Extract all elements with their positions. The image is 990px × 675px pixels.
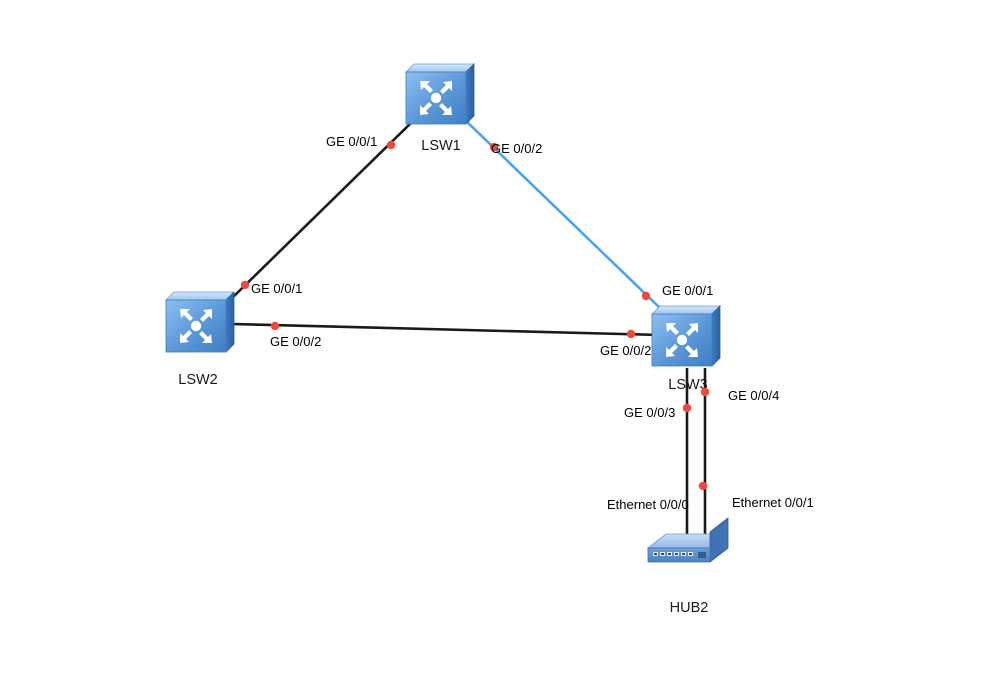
port-labels: GE 0/0/1 GE 0/0/2 GE 0/0/1 GE 0/0/2 GE 0…	[251, 134, 814, 512]
device-lsw1[interactable]	[405, 63, 475, 125]
port-dot-lsw3-ge002	[626, 329, 636, 339]
port-dot-lsw2-ge001	[240, 280, 250, 290]
device-label-hub2: HUB2	[670, 600, 709, 616]
port-label-lsw3-ge003: GE 0/0/3	[624, 405, 675, 420]
link-lsw1-lsw2[interactable]	[229, 121, 413, 301]
port-label-hub2-eth001: Ethernet 0/0/1	[732, 495, 814, 510]
port-label-lsw2-ge001: GE 0/0/1	[251, 281, 302, 296]
device-lsw3[interactable]	[651, 305, 721, 367]
port-dots	[240, 140, 710, 491]
port-dot-lsw1-ge002	[489, 142, 499, 152]
device-lsw2[interactable]	[165, 291, 235, 353]
port-dot-lsw3-ge001	[641, 291, 651, 301]
device-label-lsw2: LSW2	[178, 372, 218, 388]
switch-icon	[165, 291, 235, 353]
port-label-lsw2-ge002: GE 0/0/2	[270, 334, 321, 349]
device-label-lsw3: LSW3	[668, 377, 708, 393]
port-label-lsw3-ge002: GE 0/0/2	[600, 343, 651, 358]
port-dot-lsw2-ge002	[270, 321, 280, 331]
port-dot-lsw3-ge004	[700, 387, 710, 397]
port-dot-lsw1-ge001	[386, 140, 396, 150]
port-label-lsw3-ge004: GE 0/0/4	[728, 388, 779, 403]
links	[229, 117, 707, 540]
switch-icon	[651, 305, 721, 367]
port-label-hub2-eth000: Ethernet 0/0/0	[607, 497, 689, 512]
port-label-lsw1-ge001: GE 0/0/1	[326, 134, 377, 149]
port-dot-hub2-eth001	[698, 481, 708, 491]
switch-icon	[405, 63, 475, 125]
port-dot-lsw3-ge003	[682, 403, 692, 413]
hub-icon	[646, 517, 730, 563]
port-label-lsw1-ge002: GE 0/0/2	[491, 141, 542, 156]
device-hub2[interactable]	[646, 517, 730, 563]
port-label-lsw3-ge001: GE 0/0/1	[662, 283, 713, 298]
link-lsw2-lsw3[interactable]	[231, 322, 661, 337]
device-label-lsw1: LSW1	[421, 138, 461, 154]
